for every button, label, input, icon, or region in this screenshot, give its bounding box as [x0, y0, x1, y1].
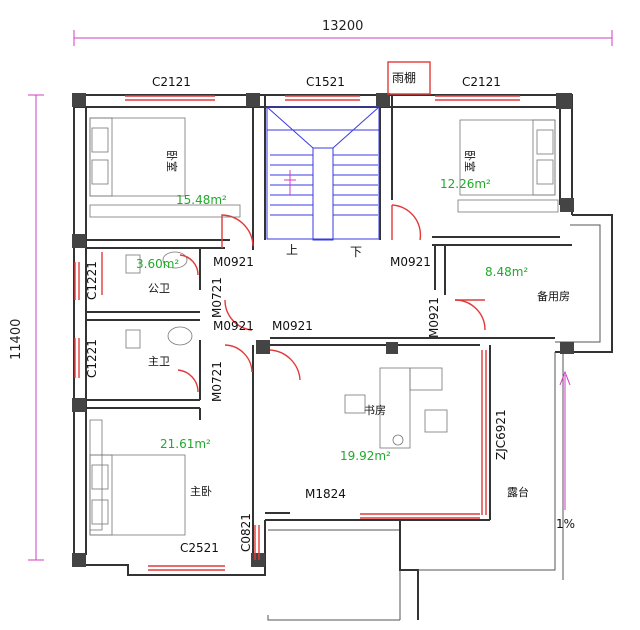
door-label-study-slide: M1824	[305, 487, 346, 501]
slope-arrow	[559, 370, 571, 510]
door-label-stair-left: M0921	[213, 255, 254, 269]
staircase	[266, 106, 380, 241]
window-label-c1521: C1521	[306, 75, 345, 89]
dimension-width: 13200	[322, 19, 363, 34]
dimension-lines	[28, 30, 613, 561]
dimension-height: 11400	[9, 319, 24, 360]
room-name-master-bath: 主卫	[148, 355, 170, 368]
room-area-bedroom-nw: 15.48m²	[176, 193, 227, 207]
window-label-c1221-lower: C1221	[85, 339, 99, 378]
stair-down-label: 下	[350, 245, 362, 259]
room-name-study: 书房	[364, 404, 386, 417]
door-label-spare: M0921	[427, 297, 441, 338]
windows	[74, 95, 520, 571]
canopy-box	[387, 61, 431, 95]
door-label-master-bath: M0721	[210, 361, 224, 402]
room-name-terrace: 露台	[507, 485, 529, 499]
canopy-label: 雨棚	[392, 70, 416, 85]
room-name-public-bath: 公卫	[148, 282, 170, 295]
door-swings	[101, 204, 486, 393]
room-area-master-bed: 21.61m²	[160, 437, 211, 451]
window-label-c0821: C0821	[239, 513, 253, 552]
door-label-hall-center: M0921	[272, 319, 313, 333]
room-name-master-bed: 主卧	[190, 485, 212, 498]
window-label-c1221-upper: C1221	[85, 261, 99, 300]
interior-walls	[86, 95, 572, 521]
slope-label: 1%	[556, 517, 575, 531]
columns	[72, 93, 574, 567]
room-name-bedroom-ne: 卧室	[463, 150, 477, 172]
window-label-c2521: C2521	[180, 541, 219, 555]
stair-up-label: 上	[286, 243, 298, 257]
room-area-study: 19.92m²	[340, 449, 391, 463]
room-name-spare: 备用房	[537, 289, 570, 303]
room-name-bedroom-nw: 卧室	[165, 150, 179, 172]
furniture	[89, 117, 559, 536]
room-area-spare: 8.48m²	[485, 265, 528, 279]
door-label-hall-left: M0921	[213, 319, 254, 333]
window-label-c2121-left: C2121	[152, 75, 191, 89]
room-area-bedroom-ne: 12.26m²	[440, 177, 491, 191]
door-label-stair-right: M0921	[390, 255, 431, 269]
door-label-terrace-slide: ZJC6921	[494, 409, 508, 460]
door-label-public-bath: M0721	[210, 277, 224, 318]
room-area-public-bath: 3.60m²	[136, 257, 179, 271]
window-label-c2121-right: C2121	[462, 75, 501, 89]
